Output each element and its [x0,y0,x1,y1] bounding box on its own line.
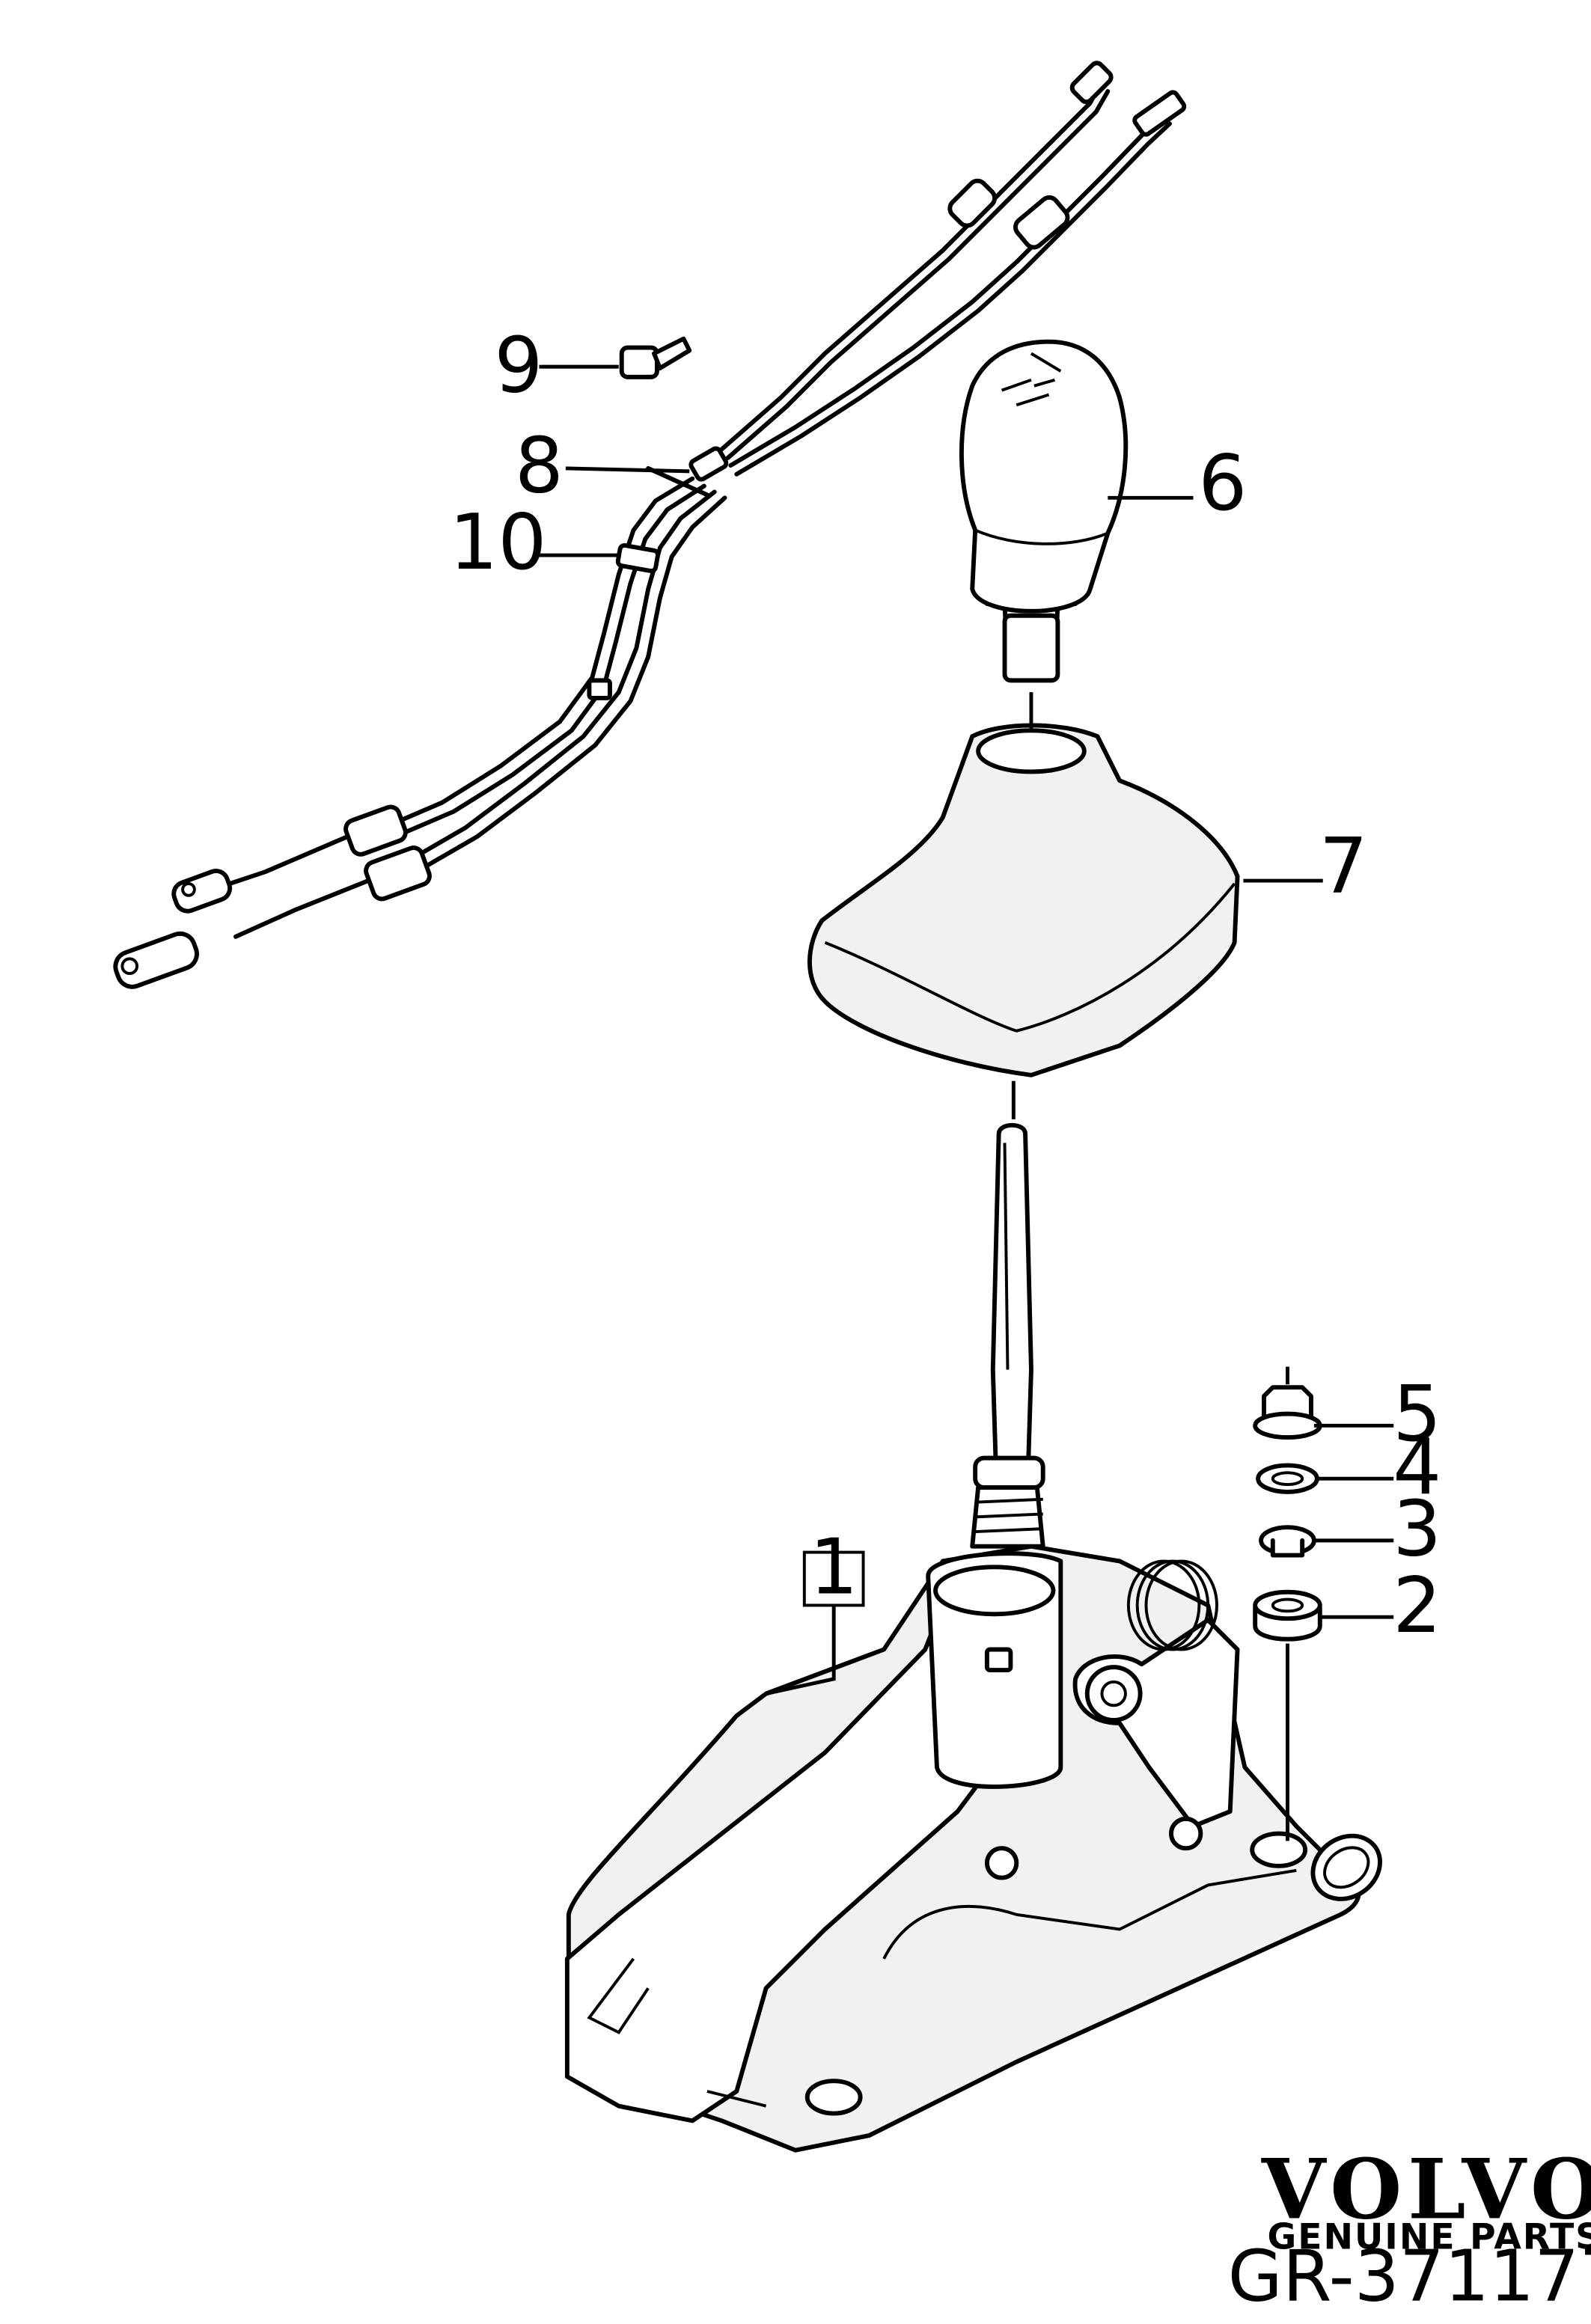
shift-knob [959,339,1129,683]
shifter-housing [564,1544,1382,2153]
branding: VOLVO GENUINE PARTS GR-371177 [1228,2140,1591,2317]
shift-boot [807,723,1240,1077]
callout-1: 1 [810,1523,858,1612]
callout-9: 9 [494,322,543,411]
callout-5: 5 [1393,1370,1441,1459]
callout-4: 4 [1393,1423,1441,1512]
leader-lines [536,364,1394,1695]
callout-10: 10 [449,498,546,587]
callout-2: 2 [1393,1562,1441,1651]
callout-7: 7 [1319,822,1368,911]
callout-labels: 9 8 10 6 7 5 4 3 2 1 [449,322,1441,1651]
small-hardware [1253,1366,1322,1841]
callout-6: 6 [1198,439,1247,528]
shift-lever [970,1122,1045,1549]
callout-3: 3 [1393,1485,1441,1574]
brand-tagline: GENUINE PARTS [1267,2217,1591,2258]
callout-1-box [802,1550,865,1607]
bolt-part [619,336,692,379]
shift-cables [113,61,1187,989]
reference-number: GR-371177 [1228,2236,1591,2318]
brand-logo: VOLVO [1261,2140,1591,2237]
callout-8: 8 [515,421,564,510]
